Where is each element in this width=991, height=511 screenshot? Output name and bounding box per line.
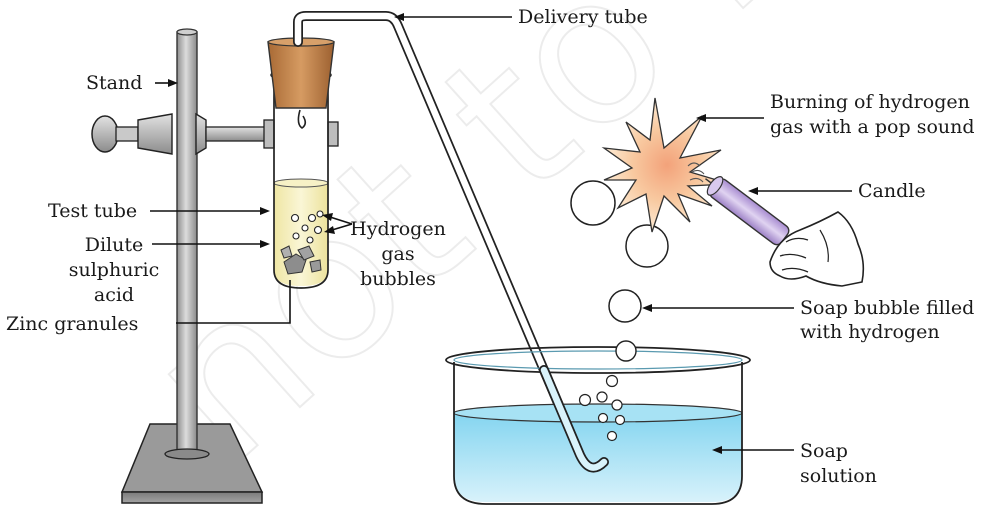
floating-soap-bubbles xyxy=(570,180,669,323)
soap-bubble xyxy=(570,180,616,226)
label-soap-bubble-line2: with hydrogen xyxy=(800,321,940,343)
soap-solution xyxy=(454,408,742,502)
clamp-boss-left xyxy=(137,113,173,155)
clamp-arm xyxy=(205,126,269,142)
hydrogen-burst xyxy=(601,97,731,233)
label-soap-solution-line2: solution xyxy=(800,465,877,487)
hand xyxy=(769,211,865,287)
label-hydrogen-line2: gas xyxy=(381,243,414,265)
label-delivery-tube: Delivery tube xyxy=(518,6,648,28)
soap-bubble xyxy=(625,224,669,268)
soap-bubble-at-surface xyxy=(615,340,637,362)
label-stand: Stand xyxy=(86,72,142,94)
cork-stopper xyxy=(267,41,335,109)
label-dilute-line2: sulphuric xyxy=(69,259,160,281)
test-tube xyxy=(267,37,335,289)
label-burning-line1: Burning of hydrogen xyxy=(770,91,970,113)
label-test-tube: Test tube xyxy=(48,200,137,222)
trough-rim xyxy=(445,346,751,374)
zinc-granule xyxy=(297,245,315,261)
label-soap-solution-line1: Soap xyxy=(800,440,848,462)
clamp-boss-right xyxy=(195,112,207,156)
label-hydrogen-line3: bubbles xyxy=(360,268,436,290)
label-hydrogen-line1: Hydrogen xyxy=(350,218,446,240)
clamp-knob xyxy=(91,115,119,153)
trough xyxy=(445,346,751,505)
label-dilute-line1: Dilute xyxy=(85,234,144,256)
zinc-granule xyxy=(283,253,307,275)
zinc-granule xyxy=(309,259,322,273)
label-candle: Candle xyxy=(858,180,926,202)
label-zinc-granules: Zinc granules xyxy=(6,313,138,335)
hydrogen-bubbles-in-tube xyxy=(290,210,324,244)
zinc-granule xyxy=(280,245,293,259)
label-dilute-line3: acid xyxy=(94,284,134,306)
stand-base-edge xyxy=(121,491,263,504)
soap-bubble xyxy=(608,289,642,323)
label-burning-line2: gas with a pop sound xyxy=(770,116,975,138)
leader-lines xyxy=(150,13,852,454)
candle xyxy=(705,176,790,246)
label-soap-bubble-line1: Soap bubble filled xyxy=(800,297,974,319)
rising-bubbles xyxy=(578,374,626,442)
